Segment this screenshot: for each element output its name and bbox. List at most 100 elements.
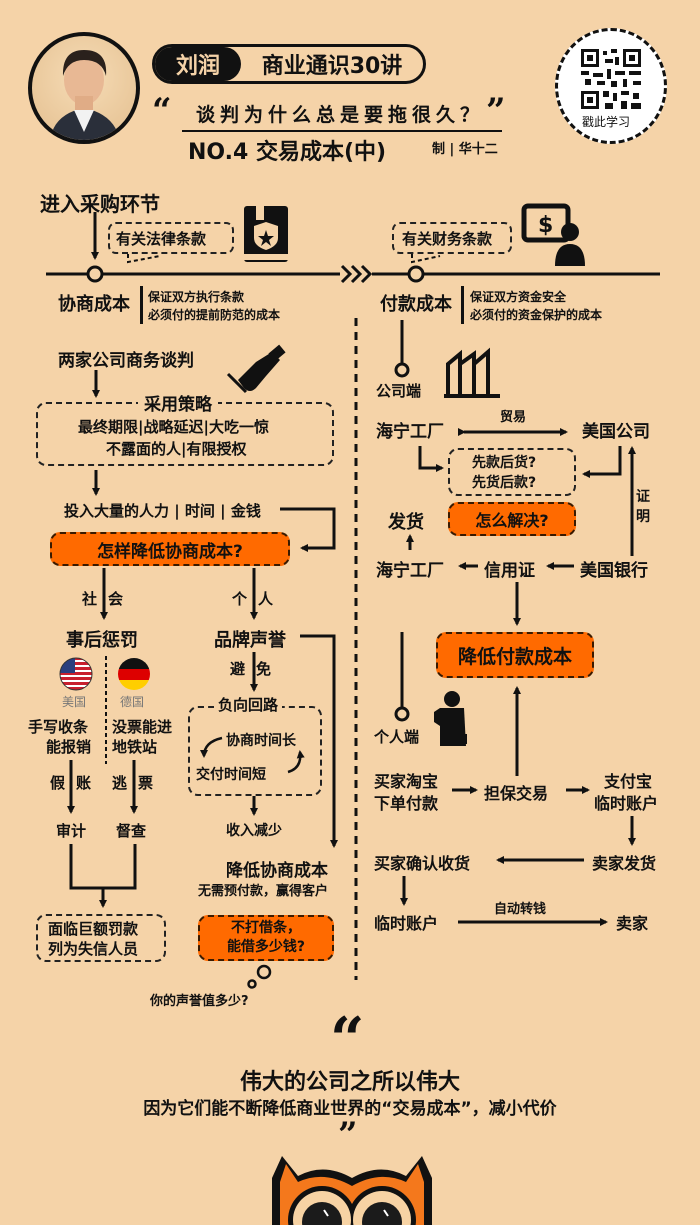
series-name: 商业通识30讲 [261,54,403,79]
payment-question-2: 先货后款? [472,475,537,491]
audit: 审计 [56,822,87,840]
strategy-title: 采用策略 [138,390,218,415]
reputation-question: 你的声誉值多少? [150,994,249,1009]
fare-evasion-b: 票 [138,774,154,792]
loan-line-2: 能借多少钱? [226,939,306,955]
episode-question: 谈判为什么总是要拖很久？ [196,104,485,126]
social-label-b: 会 [108,590,124,608]
quote-line-2: 因为它们能不断降低商业世界的“交易成本”，减小代价 [143,1099,557,1119]
divider [461,286,464,324]
strategy-line-2: 不露面的人|有限授权 [106,440,247,458]
finance-monitor-icon: $ [521,203,585,266]
usa-case-1: 手写收条 [28,718,89,736]
episode-title: NO.4 交易成本(中) [188,140,387,165]
penalty-line-2: 列为失信人员 [48,940,139,958]
author-name: 刘润 [155,47,241,81]
business-negotiation: 两家公司商务谈判 [58,351,194,371]
loan-line-1: 不打借条， [231,920,301,936]
buyer-order-1: 买家淘宝 [374,772,439,791]
trade-label: 贸易 [500,410,527,425]
reduce-negotiation-question: 怎样降低协商成本? [50,532,290,566]
personal-label-a: 个 [232,590,248,608]
how-to-solve: 怎么解决? [448,502,576,536]
penalty-line-1: 面临巨额罚款 [48,920,139,938]
series-title-pill: 刘润 商业通识30讲 [152,44,426,84]
inspection: 督查 [116,822,147,840]
quote-line-1: 伟大的公司之所以伟大 [239,1070,460,1095]
qr-caption: 戳此学习 [582,115,631,129]
proof-label-a: 证 [636,489,650,505]
haining-factory: 海宁工厂 [376,422,444,442]
law-book-icon [244,206,288,262]
close-quote-icon: ” [486,91,506,131]
svg-text:$: $ [538,213,553,238]
divider [140,286,143,324]
investment-line: 投入大量的人力 | 时间 | 金钱 [64,502,261,520]
company-end: 公司端 [376,382,422,400]
strategy-line-1: 最终期限|战略延迟|大吃一惊 [78,418,269,436]
loop-short-delivery: 交付时间短 [196,767,266,783]
brand-reputation: 品牌声誉 [214,630,286,651]
alipay-line-2: 临时账户 [594,794,659,813]
fare-evasion-a: 逃 [112,774,128,792]
header-divider [182,130,502,132]
portrait-icon [50,50,120,140]
negative-loop-title: 负向回路 [214,694,283,715]
author-avatar [28,32,140,144]
escrow-trade: 担保交易 [484,784,549,803]
personal-label-b: 人 [258,590,274,608]
timeline-start: 进入采购环节 [40,192,160,216]
seller: 卖家 [616,914,649,933]
germany-case-2: 地铁站 [112,738,158,756]
quote-open-icon: “ [330,1005,365,1075]
ship-goods: 发货 [388,512,424,533]
alipay-line-1: 支付宝 [604,772,653,791]
germany-label: 德国 [120,695,145,709]
negotiation-cost-desc-1: 保证双方执行条款 [148,290,245,304]
social-label-a: 社 [82,590,98,608]
timeline-node-left [86,265,104,283]
us-bank: 美国银行 [580,561,648,581]
fake-account-a: 假 [50,774,66,792]
quote-close-icon: ” [338,1115,358,1155]
seller-ships: 卖家发货 [592,854,657,873]
germany-flag-icon [118,658,150,690]
post-punishment: 事后惩罚 [66,630,138,651]
fake-account-b: 账 [76,774,92,792]
negotiation-cost-desc-2: 必须付的提前防范的成本 [148,308,281,322]
reduce-negotiation-cost: 降低协商成本 [226,861,328,881]
finance-terms-label: 有关财务条款 [402,230,493,248]
avoid-label-a: 避 [230,660,246,678]
owl-mascot-icon [272,1156,432,1225]
reduce-negotiation-desc: 无需预付款，赢得客户 [198,884,329,899]
payment-cost-node: 付款成本 [380,294,452,315]
qr-code-icon [581,49,641,109]
legal-terms-bubble [108,222,234,254]
businessman-icon [434,691,467,746]
haining-factory-2: 海宁工厂 [376,561,444,581]
qr-bubble[interactable]: 戳此学习 [555,28,667,144]
handshake-icon [226,344,286,394]
open-quote-icon: “ [152,91,172,131]
factory-icon [444,347,500,398]
reduce-payment-cost: 降低付款成本 [436,632,594,678]
legal-terms-label: 有关法律条款 [116,230,207,248]
personal-end: 个人端 [374,728,420,746]
loan-question-box: 不打借条， 能借多少钱? [198,915,334,961]
letter-of-credit: 信用证 [484,561,535,581]
payment-question-1: 先款后货? [472,455,537,471]
proof-label-b: 明 [636,509,650,525]
chevrons-icon [340,264,373,284]
buyer-order-2: 下单付款 [374,794,439,813]
avoid-label-b: 免 [256,660,272,678]
usa-label: 美国 [62,695,87,709]
negotiation-cost-node: 协商成本 [58,294,130,315]
us-company: 美国公司 [582,422,650,442]
payment-cost-desc-2: 必须付的资金保护的成本 [470,308,603,322]
finance-terms-bubble [392,222,512,254]
germany-case-1: 没票能进 [112,718,173,736]
penalty-box [36,914,166,962]
payment-question-box [448,448,576,496]
payment-cost-desc-1: 保证双方资金安全 [470,290,567,304]
credit: 制 | 华十二 [432,142,498,157]
